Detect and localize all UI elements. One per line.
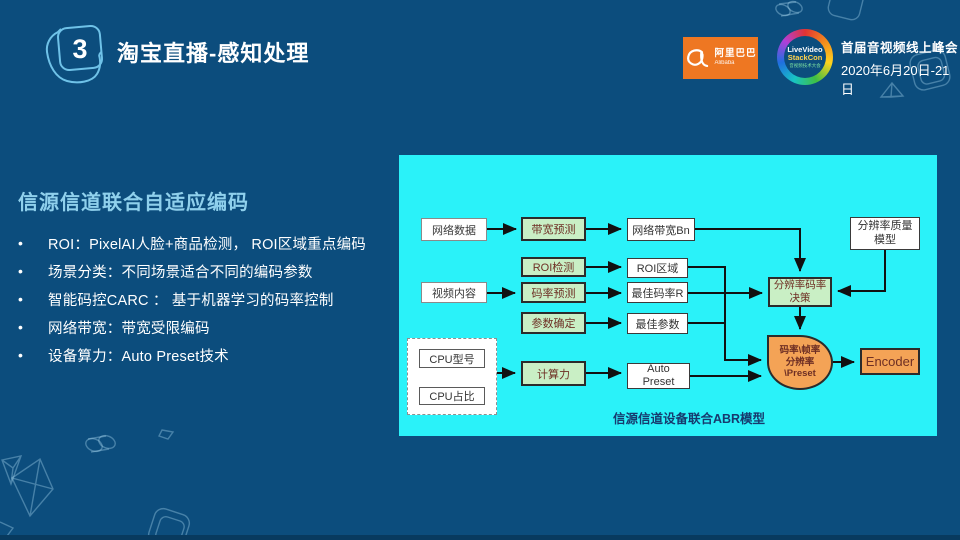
node-parameter-confirm: 参数确定 [521, 312, 586, 334]
bullet-item: • 智能码控CARC ： 基于机器学习的码率控制 [18, 285, 418, 313]
bullet-item: • 网络带宽：带宽受限编码 [18, 313, 418, 341]
node-video-content: 视频内容 [421, 282, 487, 303]
abr-diagram-panel: 网络数据 带宽预测 网络带宽Bn 分辨率质量 模型 ROI检测 ROI区域 视频… [399, 155, 937, 436]
node-network-data: 网络数据 [421, 218, 487, 241]
alibaba-logo: 阿里巴巴 Alibaba [683, 37, 758, 79]
node-cpu-usage: CPU占比 [419, 387, 485, 405]
deco-cylinder-icon [85, 434, 116, 453]
page-title: 淘宝直播-感知处理 [117, 41, 310, 66]
node-resolution-bitrate-decision: 分辨率码率 决策 [768, 277, 832, 307]
lvs-logo-line3: 音视频技术大会 [789, 63, 821, 69]
deco-tetrahedron-icon [1, 455, 23, 487]
bottom-edge-strip [0, 535, 960, 540]
alibaba-name-cn: 阿里巴巴 [714, 48, 757, 60]
node-bandwidth-prediction: 带宽预测 [521, 217, 586, 241]
bullet-dot: • [18, 347, 23, 363]
arrow-networkbandwidth-decision [695, 228, 806, 272]
section-heading: 信源信道联合自适应编码 [18, 192, 249, 214]
bullet-item: • ROI：PixelAI人脸+商品检测， ROI区域重点编码 [18, 229, 418, 257]
alibaba-name-en: Alibaba [714, 59, 735, 66]
node-best-parameter: 最佳参数 [627, 313, 688, 334]
bullet-dot: • [18, 291, 23, 307]
conference-title: 首届音视频线上峰会 [841, 41, 959, 55]
node-compute-power: 计算力 [521, 361, 586, 386]
node-network-bandwidth: 网络带宽Bn [627, 218, 695, 241]
bullet-item: • 场景分类：不同场景适合不同的编码参数 [18, 257, 418, 285]
lvs-logo-line2: StackCon [787, 53, 823, 63]
slide-number-keycap-icon: 3 [42, 22, 110, 92]
node-roi-region: ROI区域 [627, 258, 688, 278]
deco-tetrahedron-icon [11, 457, 54, 518]
bullet-dot: • [18, 319, 23, 335]
bullet-text: 网络带宽：带宽受限编码 [48, 320, 210, 337]
node-bitrate-prediction: 码率预测 [521, 282, 586, 303]
header: 3 淘宝直播-感知处理 阿里巴巴 Alibaba LiveVideo Stack… [0, 0, 960, 100]
node-best-bitrate: 最佳码率R [627, 282, 688, 303]
alibaba-a-icon [687, 49, 709, 68]
bullet-text: ROI：PixelAI人脸+商品检测， ROI区域重点编码 [48, 236, 366, 253]
node-roi-detection: ROI检测 [521, 257, 586, 277]
cpu-group-container: CPU型号 CPU占比 [407, 338, 497, 415]
node-resolution-quality-model: 分辨率质量 模型 [850, 217, 920, 250]
conference-info: 首届音视频线上峰会 2020年6月20日-21日 [841, 37, 960, 98]
bullet-dot: • [18, 263, 23, 279]
conference-date: 2020年6月20日-21日 [841, 63, 950, 97]
bullet-item: • 设备算力：Auto Preset技术 [18, 341, 418, 369]
diagram-arrows [487, 223, 886, 382]
slide-number: 3 [72, 34, 88, 64]
bullet-text: 场景分类：不同场景适合不同的编码参数 [48, 264, 313, 281]
node-auto-preset: Auto Preset [627, 363, 690, 389]
arrow-roiregion-outputparams [688, 266, 762, 366]
livevideostackcon-logo: LiveVideo StackCon 音视频技术大会 [777, 29, 833, 85]
bullet-dot: • [18, 235, 23, 251]
arrow-qualitymodel-decision [837, 250, 886, 297]
node-cpu-model: CPU型号 [419, 349, 485, 368]
bullet-text: 智能码控CARC ： 基于机器学习的码率控制 [48, 292, 334, 309]
slide-body-text: 信源信道联合自适应编码 • ROI：PixelAI人脸+商品检测， ROI区域重… [18, 186, 418, 369]
diagram-caption: 信源信道设备联合ABR模型 [612, 412, 766, 426]
bullet-text: 设备算力：Auto Preset技术 [48, 348, 229, 365]
deco-diamond-icon [158, 429, 175, 440]
lvs-logo-line1: LiveVideo [787, 44, 823, 54]
node-output-params: 码率\帧率 分辨率 \Preset [767, 335, 833, 390]
node-encoder: Encoder [860, 348, 920, 375]
